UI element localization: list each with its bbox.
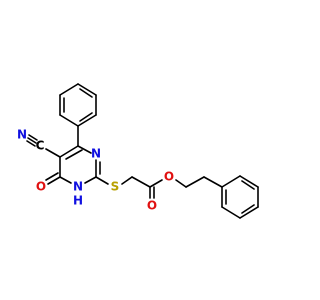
ring-nh-nitrogen-label: N (73, 180, 83, 194)
side-chain (95, 176, 223, 199)
nitrile-nitrogen-label: N (17, 128, 27, 142)
ester-oxygen-label: O (164, 170, 174, 184)
nitrile-group (26, 134, 61, 158)
ring-carbonyl-oxygen-label: O (36, 180, 46, 194)
ring-carbonyl (45, 172, 61, 185)
nitrile-carbon-label: C (36, 139, 45, 153)
phenyl-ring-top (59, 83, 97, 127)
ring-nitrogen-label: N (91, 147, 101, 161)
phenyl-ring-right (221, 175, 259, 219)
pyrimidine-ring (59, 125, 101, 184)
ester-carbonyl-oxygen-label: O (147, 199, 157, 213)
molecule-structure: C N N N H O S O O (17, 83, 259, 219)
ring-nh-hydrogen-label: H (73, 194, 83, 208)
sulfur-label: S (111, 180, 120, 194)
